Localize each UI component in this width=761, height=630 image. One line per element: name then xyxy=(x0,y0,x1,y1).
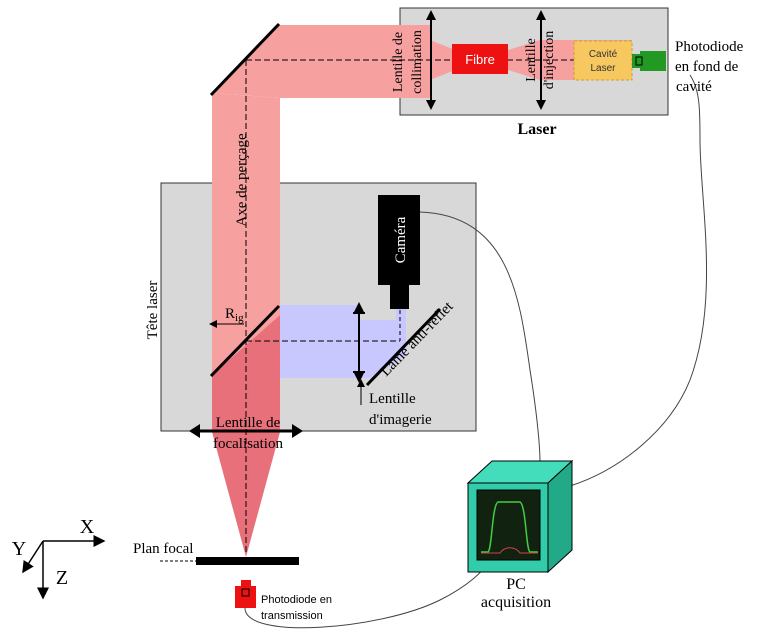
beam-fibre-to-injection xyxy=(508,40,540,80)
focusing-lens-label-1: Lentille de xyxy=(216,415,281,431)
focusing-lens xyxy=(189,424,303,438)
anti-reflection-plate xyxy=(365,307,442,387)
r-ig-label: Rig xyxy=(225,306,244,324)
mirror-top xyxy=(209,22,281,97)
photodiode-cavity-label-2: en fond de xyxy=(675,59,739,75)
cavity-photodiode xyxy=(632,51,666,71)
imaging-beam xyxy=(280,305,406,378)
transmission-photodiode-label-2: transmission xyxy=(261,610,323,622)
camera-label: Caméra xyxy=(393,216,409,263)
imaging-lens xyxy=(353,302,365,383)
laser-cavity xyxy=(573,40,633,81)
camera xyxy=(378,195,420,309)
collimation-lens-label-1: Lentille de xyxy=(391,32,406,92)
injection-lens-label-2: d'injection xyxy=(542,31,557,90)
imaging-lens-label-2: d'imagerie xyxy=(369,412,432,428)
pc-signal-green xyxy=(481,501,538,553)
focal-plane-bar xyxy=(196,557,299,565)
focusing-lens-label-2: focalisation xyxy=(213,436,283,452)
laser-head-label: Tête laser xyxy=(145,281,161,340)
imaging-lens-label-1: Lentille xyxy=(369,391,416,407)
injection-lens-label-1: Lentille xyxy=(524,38,539,82)
drilling-axis-label: Axe de perçage xyxy=(234,133,250,227)
cable-camera-pc xyxy=(419,211,541,463)
focal-plane-label: Plan focal xyxy=(133,541,193,557)
cable-cavity-pc xyxy=(569,74,708,487)
pc-acquisition xyxy=(466,459,574,574)
beam-fibre-to-collimation xyxy=(430,40,455,80)
transmission-photodiode-label-1: Photodiode en xyxy=(261,594,332,606)
collimation-lens xyxy=(426,10,436,110)
axis-y-label: Y xyxy=(12,538,26,560)
beam-top-horizontal xyxy=(212,25,430,98)
collimation-lens-label-2: collimation xyxy=(410,30,425,94)
pc-label-2: acquisition xyxy=(481,594,551,611)
photodiode-cavity-label-3: cavité xyxy=(676,79,712,95)
axis-x-label: X xyxy=(80,516,95,538)
mirror-head xyxy=(209,304,281,378)
cavity-label-2: Laser xyxy=(590,63,616,74)
photodiode-cavity-label-1: Photodiode xyxy=(675,39,744,55)
fibre-label: Fibre xyxy=(465,52,495,67)
axis-z-label: Z xyxy=(56,567,68,589)
coordinate-axes xyxy=(22,535,106,600)
fibre-box xyxy=(452,44,508,74)
pc-screen xyxy=(476,489,541,561)
cavity-label-1: Cavité xyxy=(589,49,618,60)
pc-label-1: PC xyxy=(506,576,526,593)
transmission-photodiode xyxy=(235,580,256,608)
pc-signal-red xyxy=(481,547,538,554)
beam-after-mirror xyxy=(212,315,280,432)
injection-lens xyxy=(536,10,546,110)
laser-box-label: Laser xyxy=(517,121,556,138)
